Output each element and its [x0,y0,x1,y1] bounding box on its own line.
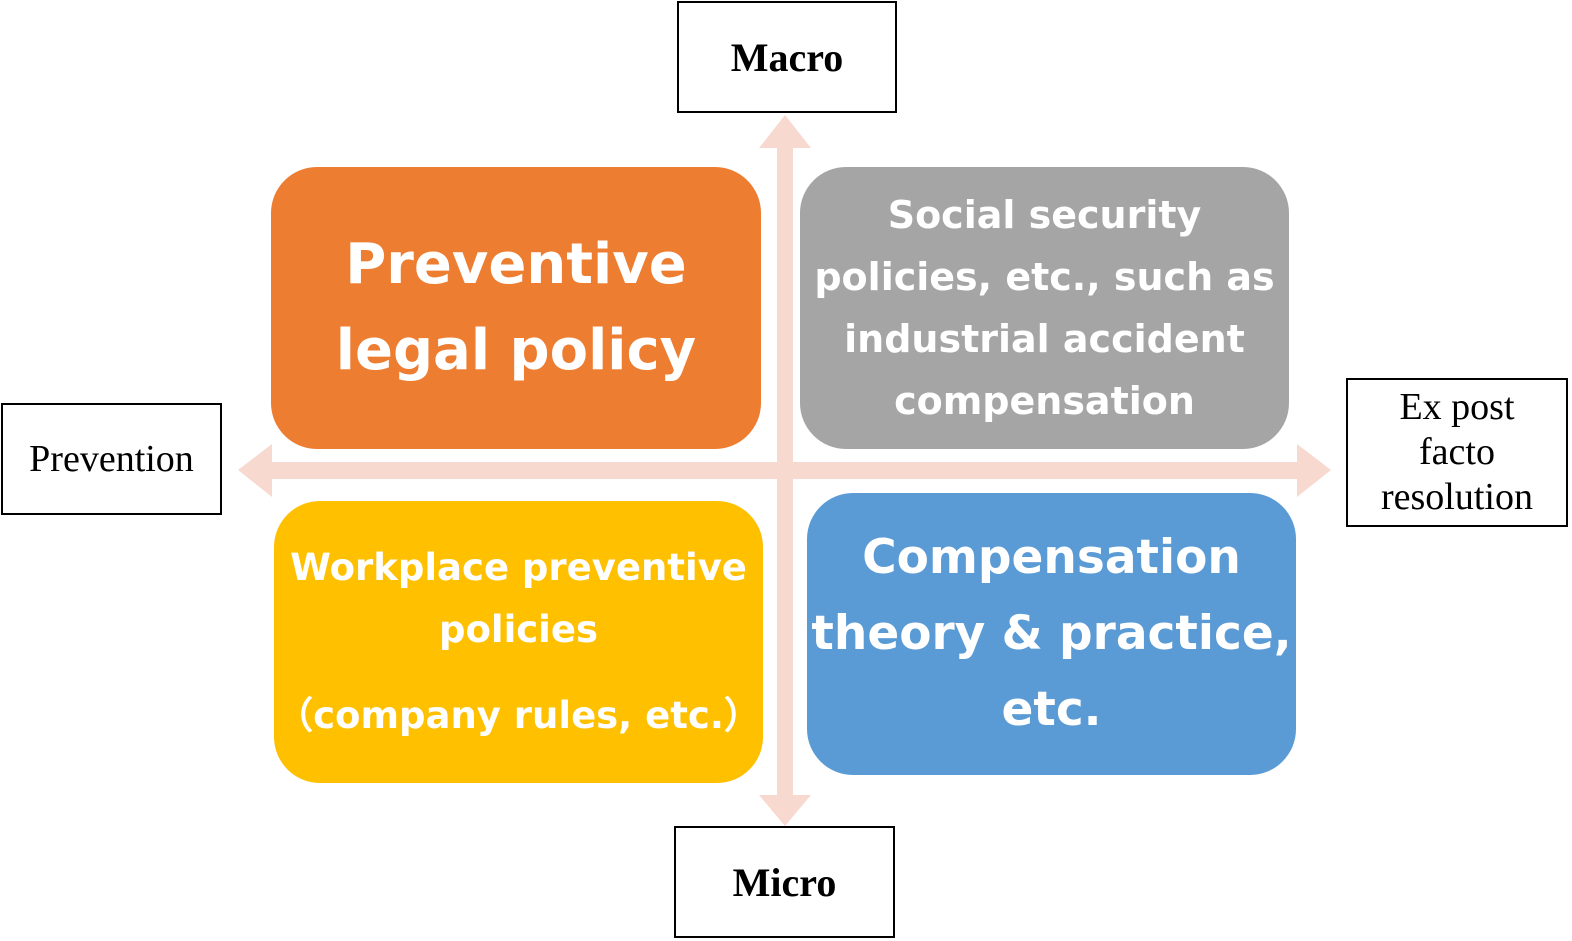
ex-post-label-line: facto [1419,431,1495,473]
horizontal-axis-arrow [238,444,1331,497]
workplace-preventive-policies-box: Workplace preventive policies （company r… [274,501,763,783]
macro-label-text: Macro [730,34,844,80]
compensation-theory-practice-box: Compensation theory & practice, etc. [807,493,1296,775]
quadrant-text-line: Preventive [345,232,687,297]
quadrant-text-line: Social security [887,193,1202,237]
ex-post-facto-resolution-label: Ex post facto resolution [1346,378,1568,527]
macro-label: Macro [677,1,897,113]
prevention-label-text: Prevention [29,438,194,480]
quadrant-text-line: （company rules, etc.） [276,694,761,737]
prevention-label: Prevention [1,403,222,515]
quadrant-text-line: policies, etc., such as [814,255,1275,299]
ex-post-label-line: resolution [1381,476,1533,518]
quadrant-text-line: compensation [894,379,1195,423]
quadrant-text-line: theory & practice, [811,606,1292,661]
social-security-policies-box: Social security policies, etc., such as … [800,167,1289,449]
quadrant-text-line: etc. [1001,682,1102,737]
ex-post-label-line: Ex post [1399,386,1515,428]
quadrant-text-line: Compensation [862,530,1241,585]
quadrant-text-line: policies [438,608,598,651]
micro-label-text: Micro [732,859,837,905]
quadrant-text-line: legal policy [335,318,697,383]
quadrant-text-line: Workplace preventive [290,546,747,589]
micro-label: Micro [674,826,895,938]
preventive-legal-policy-box: Preventive legal policy [271,167,761,449]
quadrant-text-line: industrial accident [844,317,1245,361]
